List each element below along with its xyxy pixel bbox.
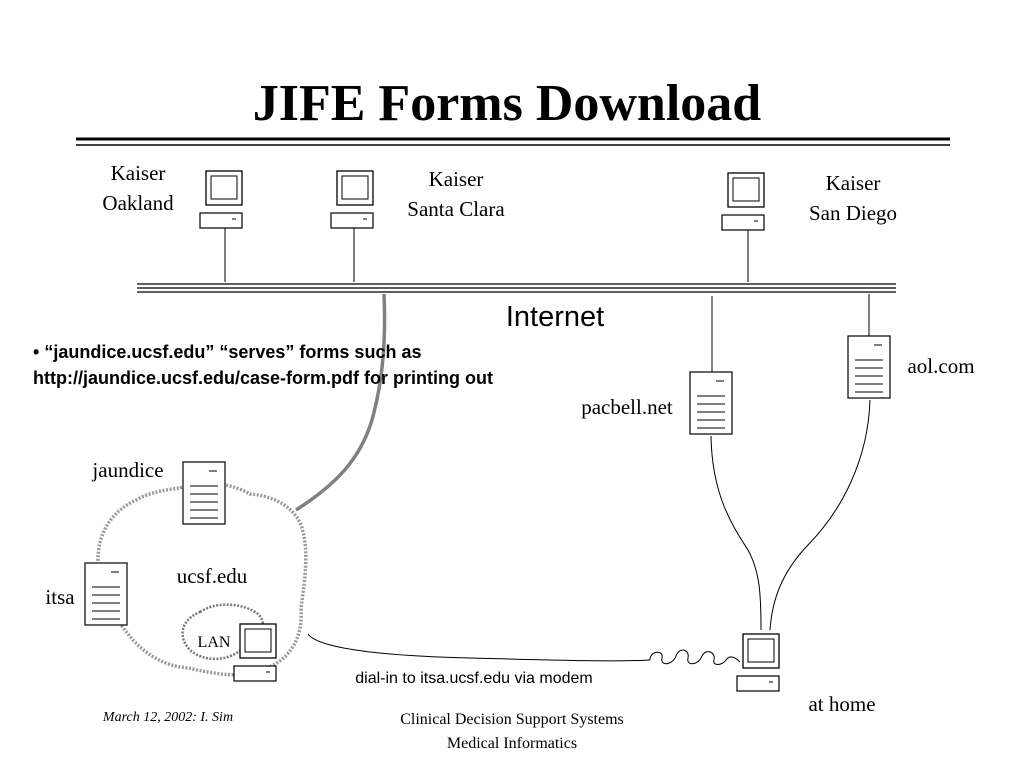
computer-icon	[199, 170, 243, 229]
kaiser-san-diego-node: Kaiser San Diego	[721, 171, 897, 282]
kaiser-oakland-line1: Kaiser	[111, 161, 166, 185]
home-computer: at home	[736, 633, 876, 716]
jaundice-server: jaundice	[91, 458, 226, 525]
page-title: JIFE Forms Download	[253, 75, 762, 132]
kaiser-oakland-node: Kaiser Oakland	[102, 161, 243, 282]
aol-server: aol.com	[847, 294, 975, 399]
footer-course-line2: Medical Informatics	[447, 735, 577, 752]
itsa-server: itsa	[45, 562, 128, 626]
footer-date-author: March 12, 2002: I. Sim	[102, 710, 233, 725]
bullet-text: “jaundice.ucsf.edu” “serves” forms such …	[33, 342, 493, 388]
dialin-label: dial-in to itsa.ucsf.edu via modem	[355, 670, 592, 687]
internet-label: Internet	[506, 301, 604, 333]
itsa-label: itsa	[45, 585, 75, 609]
server-document-icon	[84, 562, 128, 626]
kaiser-oakland-line2: Oakland	[102, 191, 174, 215]
lan-workstation: LAN	[198, 623, 277, 682]
server-document-icon	[182, 461, 226, 525]
server-document-icon	[689, 371, 733, 435]
kaiser-san-diego-line2: San Diego	[809, 201, 897, 225]
kaiser-santa-clara-line1: Kaiser	[429, 167, 484, 191]
pacbell-server: pacbell.net	[581, 296, 733, 435]
kaiser-san-diego-line1: Kaiser	[826, 171, 881, 195]
pacbell-label: pacbell.net	[581, 395, 673, 419]
lan-label: LAN	[198, 634, 231, 651]
kaiser-santa-clara-node: Kaiser Santa Clara	[330, 167, 505, 282]
home-label: at home	[808, 692, 875, 716]
dialin-line	[307, 633, 651, 662]
bullet-point: • “jaundice.ucsf.edu” “serves” forms suc…	[33, 339, 533, 391]
pacbell-to-home-link	[710, 435, 762, 631]
computer-icon	[721, 172, 765, 231]
modem-coil-icon	[649, 649, 741, 665]
computer-icon	[233, 623, 277, 682]
aol-to-home-link	[769, 399, 871, 631]
internet-backbone	[137, 283, 896, 293]
title-rule	[76, 137, 950, 146]
bullet-marker: •	[33, 342, 40, 362]
ucsf-uplink	[295, 293, 387, 512]
computer-icon	[736, 633, 780, 692]
jaundice-label: jaundice	[91, 458, 163, 482]
ucsf-domain-label: ucsf.edu	[177, 564, 248, 588]
aol-label: aol.com	[907, 354, 974, 378]
kaiser-santa-clara-line2: Santa Clara	[407, 197, 505, 221]
ucsf-domain-cloud	[96, 481, 308, 677]
computer-icon	[330, 170, 374, 229]
footer-course-line1: Clinical Decision Support Systems	[400, 711, 624, 728]
server-document-icon	[847, 335, 891, 399]
